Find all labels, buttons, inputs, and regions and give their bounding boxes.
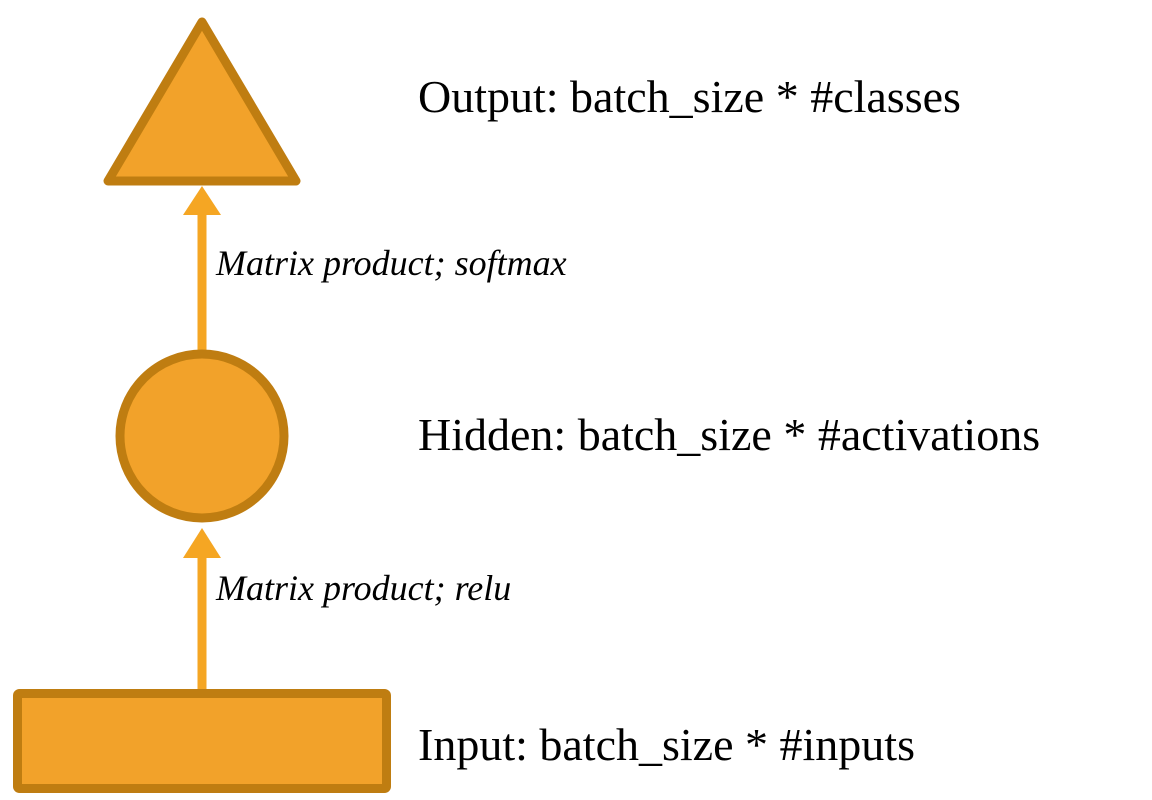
output-node-label: Output: batch_size * #classes	[418, 71, 961, 122]
edge-label-hidden-to-output: Matrix product; softmax	[216, 243, 567, 283]
arrow-head-icon	[183, 186, 221, 215]
arrow-head-icon	[183, 528, 221, 558]
arrow-input-to-hidden	[183, 528, 221, 694]
arrow-shaft	[197, 208, 207, 353]
input-node-rectangle[interactable]	[13, 689, 391, 793]
input-node-label: Input: batch_size * #inputs	[418, 719, 915, 770]
hidden-node-label: Hidden: batch_size * #activations	[418, 409, 1041, 460]
arrow-hidden-to-output	[183, 186, 221, 353]
output-node-triangle[interactable]	[103, 17, 301, 186]
edge-label-input-to-hidden: Matrix product; relu	[216, 568, 512, 608]
hidden-node-circle[interactable]	[115, 349, 289, 523]
arrow-shaft	[197, 554, 207, 694]
